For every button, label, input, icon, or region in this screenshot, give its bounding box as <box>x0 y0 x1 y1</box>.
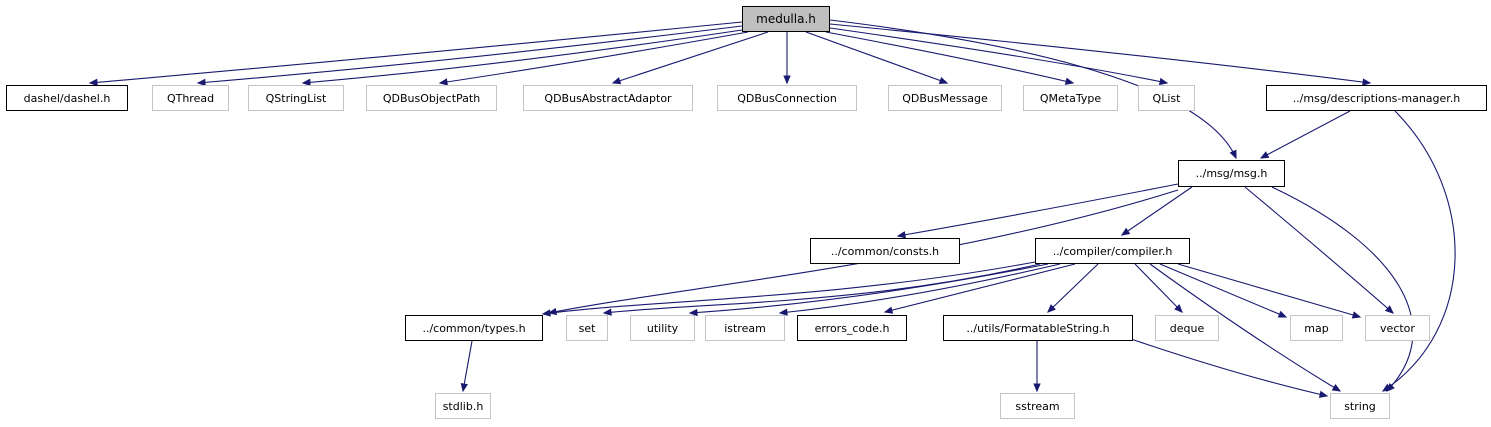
edge-medulla-h-to-qlist <box>829 27 1169 86</box>
edge-msg-descriptions-manager-h-to-string <box>1381 110 1456 392</box>
node-compiler-compiler-h[interactable]: ../compiler/compiler.h <box>1035 238 1190 264</box>
node-common-consts-h[interactable]: ../common/consts.h <box>810 238 960 264</box>
node-utility: utility <box>630 315 695 341</box>
node-qdbusconnection: QDBusConnection <box>717 85 857 111</box>
node-errors-code-h[interactable]: errors_code.h <box>797 315 907 341</box>
edge-msg-msg-h-to-compiler-compiler-h <box>1120 186 1193 236</box>
edge-msg-descriptions-manager-h-to-msg-msg-h <box>1259 110 1351 159</box>
node-stdlib-h: stdlib.h <box>435 393 491 419</box>
node-medulla-h: medulla.h <box>742 6 830 32</box>
edge-compiler-compiler-h-to-vector <box>1177 263 1362 319</box>
edge-compiler-compiler-h-to-map <box>1159 263 1288 318</box>
node-qmetatype: QMetaType <box>1023 85 1118 111</box>
edge-medulla-h-to-qdbusobjectpath <box>438 31 749 86</box>
node-qdbusobjectpath: QDBusObjectPath <box>366 85 497 111</box>
node-qthread: QThread <box>152 85 229 111</box>
edge-medulla-h-to-msg-msg-h <box>829 19 1237 160</box>
edge-medulla-h-to-qdbusabstractadaptor <box>611 31 769 85</box>
edge-msg-msg-h-to-string <box>1271 186 1414 392</box>
node-msg-msg-h[interactable]: ../msg/msg.h <box>1178 160 1285 187</box>
edge-compiler-compiler-h-to-set <box>602 263 1041 316</box>
node-string: string <box>1330 393 1390 419</box>
node-qlist: QList <box>1138 85 1195 111</box>
node-set: set <box>566 315 608 341</box>
edge-medulla-h-to-qthread <box>196 25 743 87</box>
edge-medulla-h-to-qmetatype <box>825 31 1075 85</box>
edge-compiler-compiler-h-to-common-types-h <box>541 261 1036 317</box>
edge-medulla-h-to-qstringlist <box>301 29 743 87</box>
node-sstream: sstream <box>1000 393 1075 419</box>
edge-compiler-compiler-h-to-istream <box>778 263 1061 316</box>
edge-medulla-h-to-msg-descriptions-manager-h <box>829 23 1372 86</box>
edge-compiler-compiler-h-to-errors-code-h <box>883 263 1076 314</box>
edge-common-types-h-to-stdlib-h <box>460 340 473 393</box>
edge-medulla-h-to-qdbusmessage <box>805 31 949 84</box>
edge-compiler-compiler-h-to-string <box>1149 263 1342 392</box>
edge-compiler-compiler-h-to-utility <box>688 263 1049 317</box>
edge-utils-formatablestring-h-to-string <box>1130 338 1329 398</box>
node-istream: istream <box>705 315 785 341</box>
node-qdbusabstractadaptor: QDBusAbstractAdaptor <box>523 85 693 111</box>
node-dashel-dashel-h[interactable]: dashel/dashel.h <box>6 85 128 111</box>
node-utils-formatablestring-h[interactable]: ../utils/FormatableString.h <box>943 315 1133 341</box>
edge-msg-msg-h-to-common-types-h <box>547 189 1179 316</box>
node-qdbusmessage: QDBusMessage <box>888 85 1002 111</box>
node-msg-descriptions-manager-h[interactable]: ../msg/descriptions-manager.h <box>1266 85 1487 111</box>
node-vector: vector <box>1365 315 1430 341</box>
edge-msg-msg-h-to-vector <box>1244 186 1394 314</box>
edge-msg-msg-h-to-common-consts-h <box>896 183 1179 239</box>
node-qstringlist: QStringList <box>248 85 344 111</box>
edge-compiler-compiler-h-to-utils-formatablestring-h <box>1047 263 1099 313</box>
node-common-types-h[interactable]: ../common/types.h <box>405 315 543 341</box>
node-deque: deque <box>1155 315 1219 341</box>
node-map: map <box>1290 315 1343 341</box>
edge-compiler-compiler-h-to-deque <box>1134 263 1183 313</box>
edge-medulla-h-to-dashel-dashel-h <box>88 21 743 87</box>
